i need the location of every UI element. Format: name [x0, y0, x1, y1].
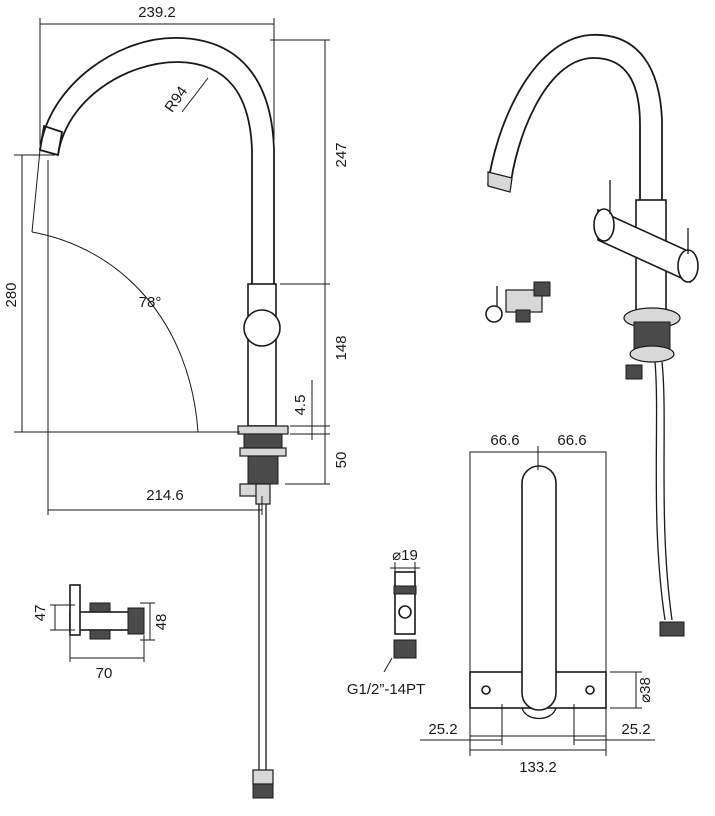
dim-angle: 78° [139, 294, 162, 311]
spout-inner [57, 61, 253, 285]
top-spout [521, 465, 557, 711]
base-plate [237, 425, 289, 435]
dim-width-top: 239.2 [138, 4, 176, 21]
dim-top-half-left: 66.6 [490, 432, 519, 449]
iso-end-right [677, 249, 699, 283]
dim-top-edge-left: 25.2 [428, 721, 457, 738]
dim-reach: 214.6 [146, 487, 184, 504]
dim-valve-right: 48 [153, 614, 170, 631]
spout-outline [39, 37, 275, 285]
iso-valve-knob [485, 305, 503, 323]
dim-valve-diameter: ⌀19 [392, 547, 418, 564]
base-nut [243, 433, 283, 449]
dim-height-spout: 247 [333, 142, 350, 167]
dim-body-height: 148 [333, 335, 350, 360]
top-hole-left [481, 685, 491, 695]
valve-top-nut [393, 585, 417, 595]
iso-end-left [593, 208, 615, 242]
front-dimension-lines [14, 18, 330, 515]
dim-thread-height: 50 [333, 452, 350, 469]
iso-hose-inner [661, 361, 673, 621]
valve-side-bottom-thread [89, 629, 111, 640]
front-view: 239.2 R94 247 280 78° 148 4.5 50 214.6 [3, 4, 350, 799]
dim-top-edge-right: 25.2 [621, 721, 650, 738]
iso-side-fitting [625, 364, 643, 380]
valve-side-view: 47 48 70 [32, 584, 170, 682]
iso-spout-inner [509, 57, 641, 205]
handle-knob [243, 309, 281, 347]
dim-top-half-right: 66.6 [557, 432, 586, 449]
valve-top-thread [393, 639, 417, 659]
thread-shank [247, 455, 279, 485]
valve-top-dims [383, 562, 420, 673]
dim-radius: R94 [161, 83, 191, 115]
top-hole-right [585, 685, 595, 695]
dim-valve-width: 70 [96, 665, 113, 682]
valve-side-lever [69, 584, 81, 636]
dim-top-diameter: ⌀38 [637, 677, 654, 703]
dim-top-total-width: 133.2 [519, 759, 557, 776]
iso-nut [629, 345, 675, 363]
valve-top-view: ⌀19 G1/2”-14PT [347, 547, 425, 698]
hose-nut [252, 783, 274, 799]
hose-end [252, 769, 274, 785]
iso-hose [654, 361, 666, 621]
dim-valve-thread: G1/2”-14PT [347, 681, 425, 698]
hose-fitting [255, 483, 271, 505]
valve-side-right-thread [127, 607, 145, 635]
valve-top-body [394, 571, 416, 635]
valve-side-top-thread [89, 602, 111, 613]
dim-base-height: 4.5 [292, 395, 309, 416]
faucet-body [247, 283, 277, 427]
iso-hose-end [659, 621, 685, 637]
valve-top-port [398, 605, 412, 619]
dim-valve-left: 47 [32, 605, 49, 622]
iso-spout-outer [487, 34, 663, 200]
top-dims [420, 446, 655, 756]
dim-height-total: 280 [3, 282, 20, 307]
top-base-arc [521, 707, 557, 720]
spout-tip [38, 124, 64, 157]
base-washer [239, 447, 287, 457]
iso-valve-top [533, 281, 551, 297]
valve-side-dims [50, 602, 155, 662]
top-view: 66.6 66.6 ⌀38 25.2 25.2 133.2 [420, 432, 655, 776]
iso-spout-tip [487, 171, 513, 193]
iso-valve-bottom [515, 309, 531, 323]
isometric-view [485, 34, 699, 637]
